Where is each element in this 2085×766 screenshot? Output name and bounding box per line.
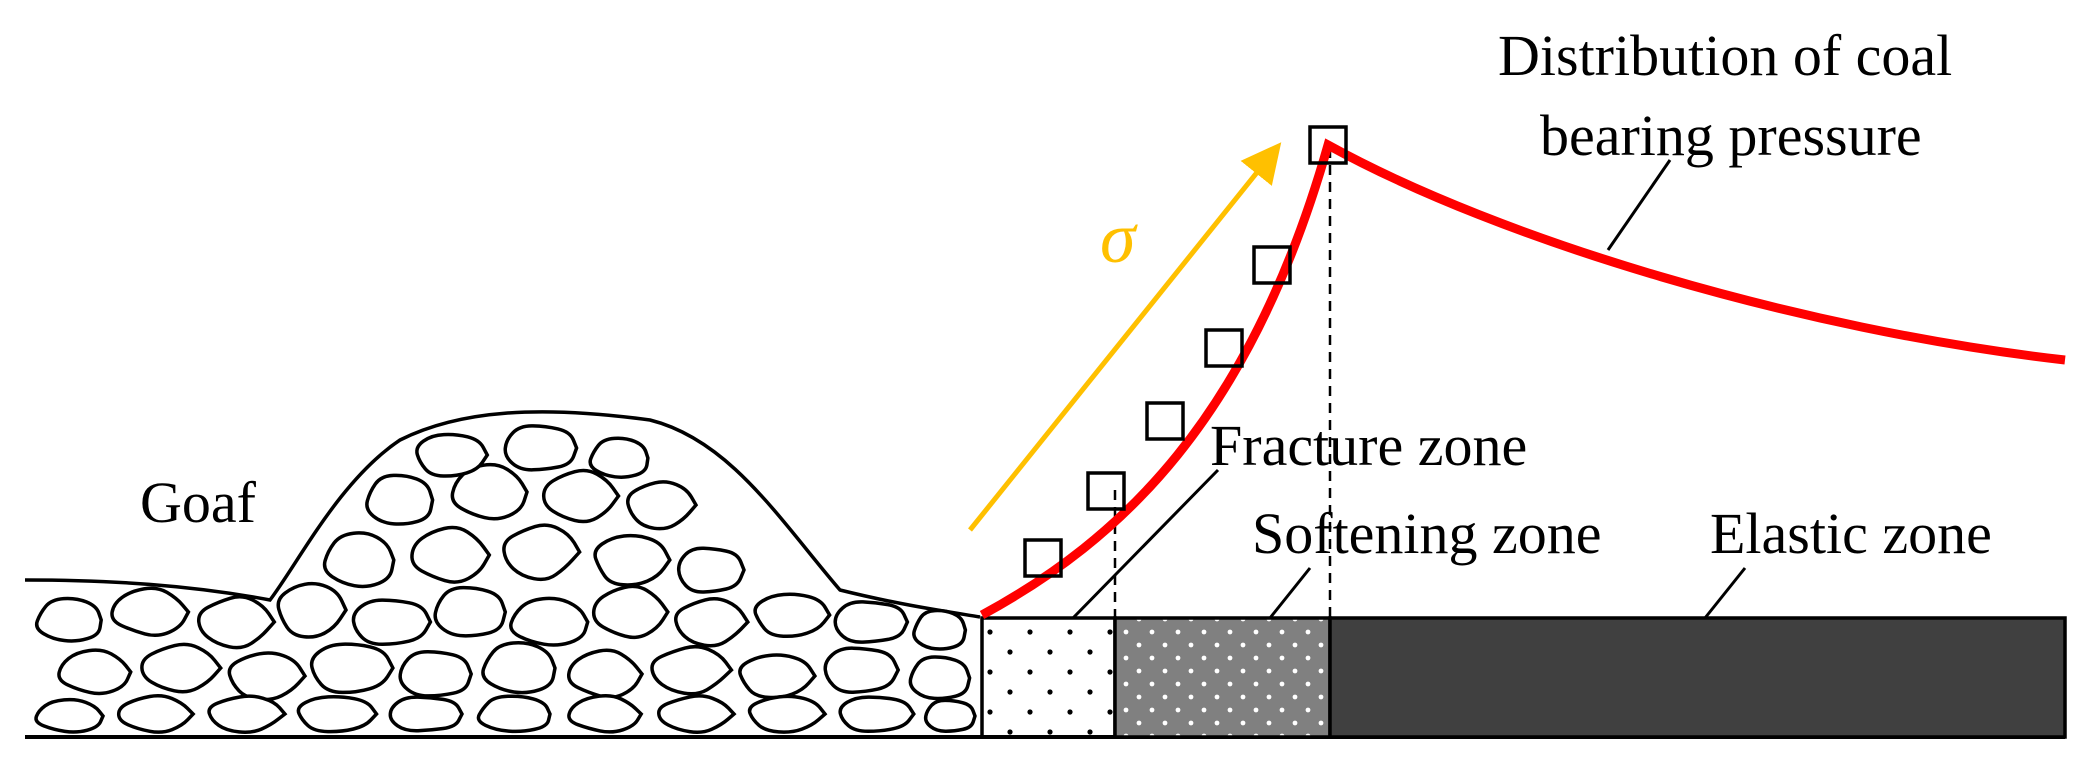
rubble-rock xyxy=(650,644,734,696)
rubble-rock xyxy=(276,581,348,639)
rubble-rock xyxy=(567,648,645,700)
rubble-rock xyxy=(34,596,103,643)
stress-arrow xyxy=(968,142,1282,532)
rubble-rock xyxy=(365,473,435,526)
markers xyxy=(1023,125,1348,578)
pressure-curve xyxy=(979,138,2066,619)
rubble-rock xyxy=(34,697,106,734)
rubble-rock xyxy=(509,596,590,647)
rubble-rock xyxy=(388,695,464,733)
softening-zone-label: Softening zone xyxy=(1252,501,1602,566)
rubble-rock xyxy=(476,694,552,734)
rubble-rock xyxy=(747,694,828,734)
curve-label-line1: Distribution of coal xyxy=(1498,23,1952,88)
fracture-leader-line xyxy=(1071,468,1220,620)
rubble-rock xyxy=(57,648,133,696)
rubble-rock xyxy=(227,651,308,702)
rubble-rock xyxy=(923,698,977,733)
marker-square xyxy=(1086,471,1126,511)
rubble-rock xyxy=(593,533,672,587)
rubble-rock xyxy=(588,436,650,479)
rubble-rock xyxy=(140,642,223,694)
elastic-zone-block xyxy=(1328,616,2067,739)
rubble-rock xyxy=(197,595,277,650)
rubble-rock xyxy=(415,432,490,478)
marker-square xyxy=(1252,245,1292,285)
rubble-rock xyxy=(433,585,508,638)
rubble-rock xyxy=(410,525,492,584)
rubble-rock xyxy=(567,693,644,734)
curve-label-line2: bearing pressure xyxy=(1540,103,1922,168)
rubble-rock xyxy=(398,649,474,698)
rubble-rock xyxy=(503,424,579,472)
marker-square xyxy=(1308,125,1348,165)
rubble-rock xyxy=(912,608,968,651)
fracture-zone-block xyxy=(980,616,1117,739)
rubble-rock xyxy=(676,546,746,594)
rubble-rock xyxy=(502,523,582,582)
softening-leader-line xyxy=(1268,567,1312,619)
fracture-zone-label: Fracture zone xyxy=(1210,413,1527,478)
goaf-rubble xyxy=(24,410,981,735)
rubble-rock xyxy=(833,600,910,644)
rubble-rock xyxy=(322,531,396,589)
rubble-rock xyxy=(591,584,670,640)
marker-square xyxy=(1204,328,1244,368)
stress-symbol: σ xyxy=(1100,198,1138,278)
goaf-label: Goaf xyxy=(140,470,257,535)
rubble-rock xyxy=(296,695,379,734)
rubble-rock xyxy=(110,586,191,638)
rubble-rock xyxy=(674,596,751,648)
rubble-rock xyxy=(541,468,621,524)
curve-leader-line xyxy=(1606,159,1672,251)
rubble-rock xyxy=(908,655,972,701)
marker-square xyxy=(1145,401,1185,441)
rubble-rock xyxy=(351,598,433,647)
rubble-rock xyxy=(823,646,901,694)
rubble-rock xyxy=(657,694,737,735)
leader-lines xyxy=(1071,159,1747,620)
softening-zone-block xyxy=(1113,616,1332,739)
rubble-rock xyxy=(450,462,529,521)
rubble-rock xyxy=(309,642,395,695)
rubble-rock xyxy=(738,653,818,700)
rubble-rock xyxy=(207,694,288,734)
elastic-leader-line xyxy=(1703,567,1747,619)
rubble-rock xyxy=(838,695,916,734)
rubble-rock xyxy=(481,641,557,695)
elastic-zone-label: Elastic zone xyxy=(1710,501,1992,566)
marker-square xyxy=(1023,538,1063,578)
rubble-rock xyxy=(116,694,196,734)
rubble-rock xyxy=(753,592,832,639)
rubble-rock xyxy=(626,480,699,531)
